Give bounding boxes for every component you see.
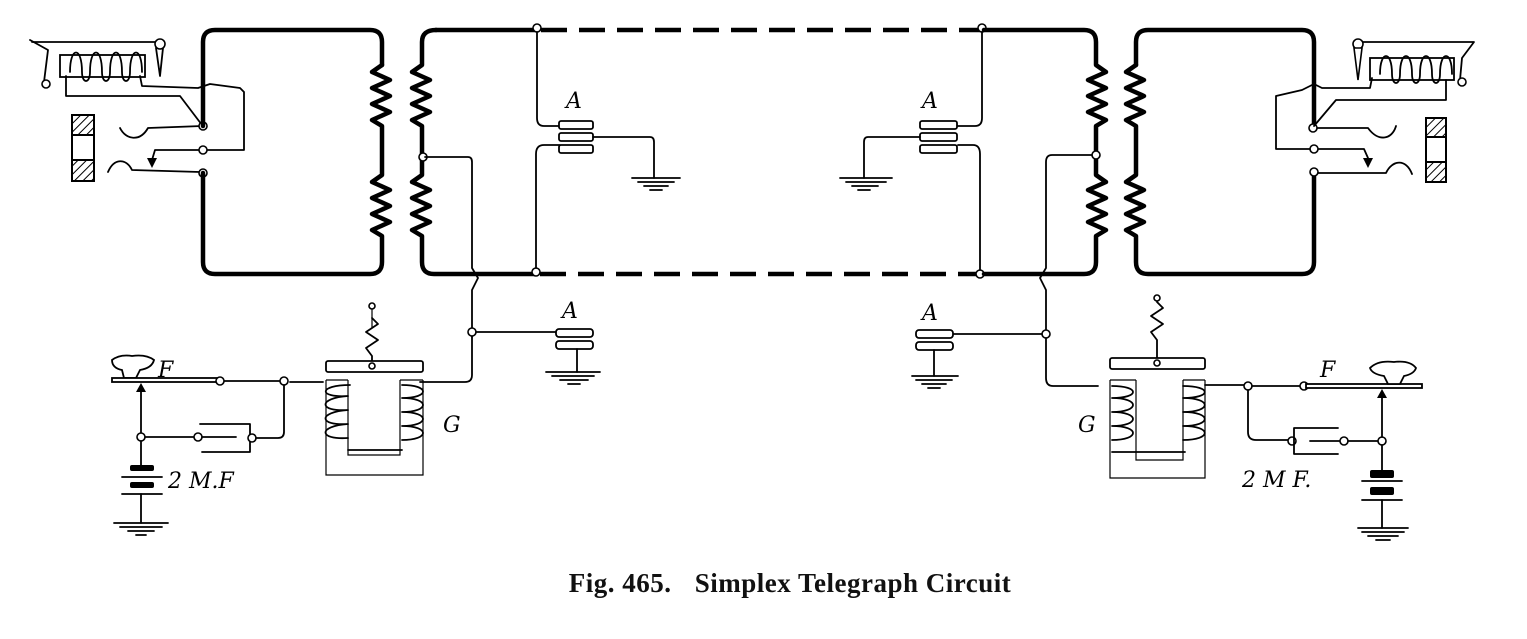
right-sounder bbox=[1313, 38, 1475, 127]
figure-title: Simplex Telegraph Circuit bbox=[694, 568, 1012, 598]
label-condenser-a-2: A bbox=[560, 299, 578, 324]
line-wires bbox=[540, 27, 980, 277]
label-key-f-right: F bbox=[1319, 358, 1336, 383]
right-ground-condenser-a: A bbox=[911, 301, 1099, 389]
label-coil-g-left: G bbox=[443, 413, 461, 438]
left-station: A A G bbox=[29, 23, 681, 536]
left-line-coil bbox=[409, 27, 539, 338]
left-transformer-loop bbox=[200, 27, 393, 277]
left-sounder bbox=[29, 38, 245, 151]
label-key-f-left: F bbox=[157, 358, 174, 383]
right-line-condenser-a: A bbox=[839, 23, 987, 279]
right-line-coil bbox=[981, 27, 1109, 338]
left-ground-condenser-a: A bbox=[419, 299, 601, 385]
left-jack bbox=[71, 114, 208, 182]
label-condenser-a-4: A bbox=[920, 301, 938, 326]
label-coil-g-right: G bbox=[1078, 413, 1096, 438]
left-impedance-coil-g: G bbox=[289, 302, 461, 476]
figure-number: Fig. 465. bbox=[568, 568, 672, 598]
label-capacitance-right: 2 M F. bbox=[1241, 468, 1311, 493]
right-key-battery: F 2 M F. bbox=[1241, 358, 1423, 541]
left-key-battery: F 2 M.F bbox=[111, 354, 289, 536]
right-station: A bbox=[839, 23, 1475, 541]
label-condenser-a-3: A bbox=[920, 89, 938, 114]
right-jack bbox=[1275, 83, 1447, 183]
label-condenser-a-1: A bbox=[564, 89, 582, 114]
left-line-condenser-a: A bbox=[531, 23, 681, 277]
label-capacitance-left: 2 M.F bbox=[167, 469, 235, 494]
right-impedance-coil-g: G bbox=[1078, 294, 1245, 479]
figure-caption: Fig. 465. Simplex Telegraph Circuit bbox=[0, 568, 1527, 599]
right-transformer-loop bbox=[1123, 27, 1317, 277]
